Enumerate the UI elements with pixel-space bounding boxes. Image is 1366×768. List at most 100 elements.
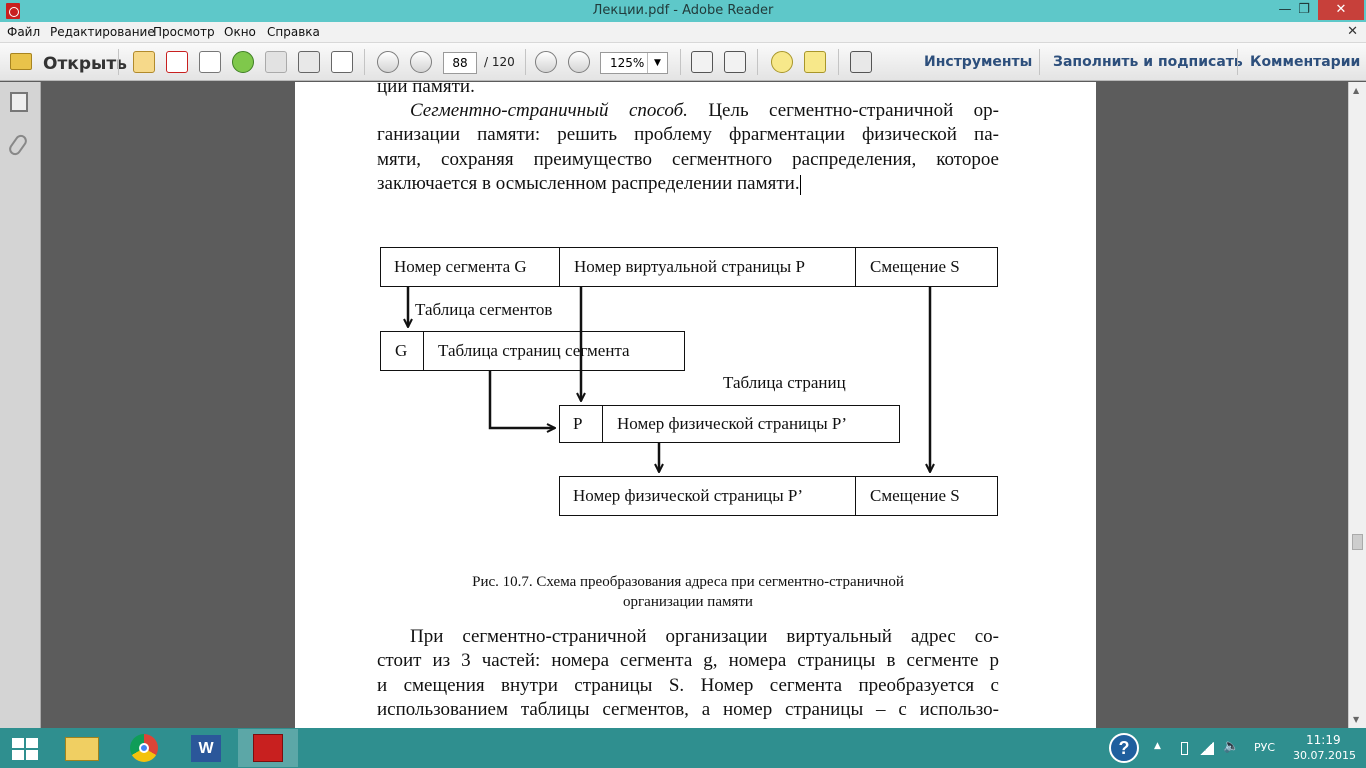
taskbar: W ? ▲ 🔈 РУС 11:19 30.07.2015 (0, 728, 1366, 768)
p-cell: P (573, 414, 583, 433)
save-icon[interactable] (265, 51, 287, 73)
fullscreen-icon[interactable] (850, 51, 872, 73)
page-number-input[interactable]: 88 (443, 52, 477, 74)
start-button[interactable] (0, 729, 48, 767)
zoom-select[interactable]: 125% ▼ (600, 52, 668, 74)
document-area[interactable]: ции памяти. Сегментно-страничный способ.… (41, 82, 1348, 728)
figure-caption: Рис. 10.7. Схема преобразования адреса п… (472, 574, 904, 590)
chevron-down-icon[interactable]: ▼ (647, 53, 667, 73)
taskbar-chrome[interactable] (114, 729, 174, 767)
previous-page-icon[interactable] (377, 51, 399, 73)
g-cell: G (395, 341, 408, 360)
page-total: / 120 (484, 55, 515, 69)
toolbar: Открыть 88 / 120 125% ▼ Инструменты Запо… (0, 43, 1366, 81)
segment-table-box: G Таблица страниц сегмента (380, 331, 685, 371)
menu-window[interactable]: Окно (224, 25, 256, 39)
page-thumbnails-icon[interactable] (10, 92, 28, 112)
network-signal-icon[interactable] (1200, 742, 1214, 755)
toolbar-separator (118, 49, 119, 75)
physical-address-box: Номер физической страницы P’ Смещение S (559, 476, 998, 516)
toolbar-separator (364, 49, 365, 75)
divider (602, 406, 603, 442)
attachments-icon[interactable] (6, 132, 30, 158)
divider (855, 477, 856, 515)
diagram-arrows (295, 287, 1096, 728)
segment-number-cell: Номер сегмента G (394, 257, 527, 276)
minimize-button[interactable]: — (1278, 2, 1292, 17)
text-line: мяти, сохраняя преимущество сегментного … (377, 149, 999, 170)
physical-page-number-cell: Номер физической страницы P’ (573, 486, 804, 505)
taskbar-adobe-reader[interactable] (238, 729, 298, 767)
divider (423, 332, 424, 370)
close-document-icon[interactable]: ✕ (1347, 24, 1358, 39)
menu-file[interactable]: Файл (7, 25, 41, 39)
text-line: ганизации памяти: решить проблему фрагме… (377, 124, 999, 145)
pdf-export-icon[interactable] (166, 51, 188, 73)
edit-document-icon[interactable] (199, 51, 221, 73)
fit-width-icon[interactable] (691, 51, 713, 73)
upload-cloud-icon[interactable] (232, 51, 254, 73)
fit-page-icon[interactable] (724, 51, 746, 73)
scroll-down-icon[interactable]: ▼ (1353, 715, 1360, 724)
text-line: Сегментно-страничный способ. Цель сегмен… (377, 99, 999, 124)
next-page-icon[interactable] (410, 51, 432, 73)
open-label: Открыть (43, 54, 127, 74)
virtual-page-cell: Номер виртуальной страницы P (574, 257, 805, 276)
divider (855, 248, 856, 286)
zoom-in-icon[interactable] (568, 51, 590, 73)
file-explorer-icon (65, 737, 99, 761)
volume-icon[interactable]: 🔈 (1223, 739, 1240, 754)
zoom-out-icon[interactable] (535, 51, 557, 73)
text-line: ции памяти. (377, 82, 475, 97)
page-table-label: Таблица страниц (723, 373, 846, 392)
input-language[interactable]: РУС (1254, 741, 1276, 754)
menu-view[interactable]: Просмотр (153, 25, 215, 39)
segment-table-label: Таблица сегментов (415, 300, 553, 319)
arrow-segment-to-page-table (488, 371, 555, 428)
create-pdf-icon[interactable] (133, 51, 155, 73)
comment-icon[interactable] (771, 51, 793, 73)
help-icon[interactable]: ? (1109, 733, 1139, 763)
highlight-icon[interactable] (804, 51, 826, 73)
open-button[interactable]: Открыть (8, 50, 127, 74)
menu-bar: Файл Редактирование Просмотр Окно Справк… (0, 22, 1366, 43)
folder-icon (10, 53, 32, 70)
toolbar-separator (1039, 49, 1040, 75)
toolbar-separator (757, 49, 758, 75)
close-button[interactable]: ✕ (1318, 0, 1364, 20)
clock-time[interactable]: 11:19 (1306, 733, 1341, 747)
figure-caption: организации памяти (623, 594, 753, 610)
word-icon: W (191, 735, 221, 762)
clock-date[interactable]: 30.07.2015 (1293, 749, 1356, 762)
tools-pane-link[interactable]: Инструменты (924, 54, 1033, 70)
restore-button[interactable]: ❐ (1298, 2, 1310, 17)
comments-pane-link[interactable]: Комментарии (1250, 54, 1361, 70)
fill-sign-pane-link[interactable]: Заполнить и подписать (1053, 54, 1243, 70)
scrollbar-thumb[interactable] (1352, 534, 1363, 550)
offset-result-cell: Смещение S (870, 486, 960, 505)
adobe-reader-icon (253, 734, 283, 762)
pdf-page: ции памяти. Сегментно-страничный способ.… (295, 82, 1096, 728)
menu-help[interactable]: Справка (267, 25, 320, 39)
text-cursor (799, 174, 801, 195)
toolbar-separator (1237, 49, 1238, 75)
show-hidden-icons-icon[interactable]: ▲ (1154, 741, 1161, 751)
divider (559, 248, 560, 286)
scroll-up-icon[interactable]: ▲ (1353, 86, 1360, 95)
text-line: и смещения внутри страницы S. Номер сегм… (377, 675, 999, 696)
window-title: Лекции.pdf - Adobe Reader (592, 3, 774, 18)
adobe-reader-icon (6, 3, 20, 19)
menu-edit[interactable]: Редактирование (50, 25, 155, 39)
virtual-address-box: Номер сегмента G Номер виртуальной стран… (380, 247, 998, 287)
toolbar-separator (525, 49, 526, 75)
toolbar-separator (680, 49, 681, 75)
italic-heading: Сегментно-страничный способ. (410, 100, 688, 121)
email-icon[interactable] (331, 51, 353, 73)
print-icon[interactable] (298, 51, 320, 73)
text-line: При сегментно-страничной организации вир… (410, 626, 999, 647)
taskbar-explorer[interactable] (52, 729, 112, 767)
text-line: стоит из 3 частей: номера сегмента g, но… (377, 650, 999, 671)
battery-icon[interactable] (1181, 742, 1188, 755)
vertical-scrollbar[interactable]: ▲ ▼ (1348, 82, 1366, 728)
taskbar-word[interactable]: W (176, 729, 236, 767)
